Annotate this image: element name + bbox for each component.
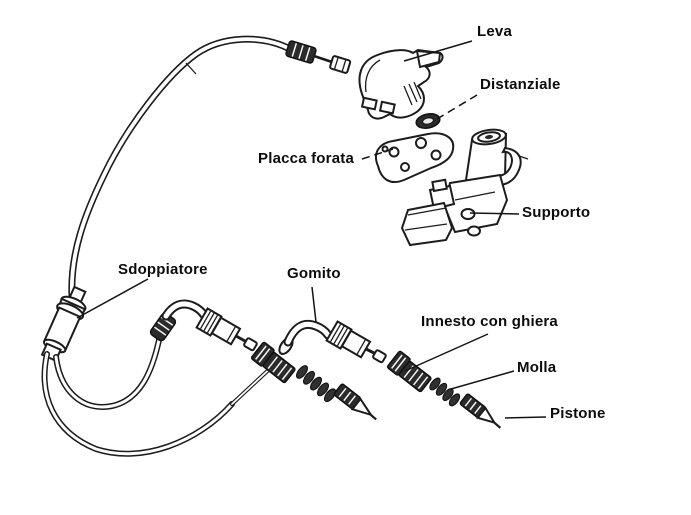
- distanziale-leader: [436, 94, 478, 120]
- lever-part: [358, 48, 444, 120]
- lower-branch-cable: [41, 351, 278, 457]
- label-pistone: Pistone: [550, 405, 606, 422]
- plate-hole: [381, 145, 389, 153]
- cable-end-nipple: [329, 55, 352, 74]
- upper-branch-cable: [53, 299, 258, 410]
- plate-hole: [415, 137, 427, 149]
- inner-wire: [235, 334, 246, 343]
- innesto-leader: [404, 333, 489, 372]
- label-placca-forata: Placca forata: [258, 150, 354, 167]
- label-molla: Molla: [517, 359, 557, 376]
- spacer-distanziale: [415, 113, 441, 129]
- gomito-body: [340, 329, 372, 359]
- inner-wire: [313, 54, 333, 64]
- elbow-gomito: [278, 319, 387, 364]
- placca-forata-leader: [361, 148, 394, 160]
- support-bracket: [400, 128, 529, 247]
- adjuster-right: [386, 350, 432, 393]
- plate-hole: [388, 146, 400, 158]
- splitter-sdoppiatore: [40, 285, 87, 363]
- plate-hole: [400, 162, 410, 172]
- leader-lines: [76, 40, 547, 419]
- label-sdoppiatore: Sdoppiatore: [118, 261, 208, 278]
- inner-wire: [365, 347, 375, 355]
- piston-right: [459, 393, 502, 429]
- lever-slot: [378, 100, 396, 115]
- label-innesto: Innesto con ghiera: [421, 313, 558, 330]
- sdoppiatore-leader: [76, 278, 149, 319]
- bracket-hole: [467, 225, 481, 237]
- wire-end-cap: [243, 337, 258, 352]
- leva-leader: [403, 40, 473, 62]
- piston-left: [333, 383, 377, 421]
- adjuster-left: [250, 341, 296, 384]
- label-gomito: Gomito: [287, 265, 341, 282]
- gomito-collar: [325, 320, 353, 350]
- cable-adjuster-barrel: [285, 40, 317, 64]
- lever-slot: [360, 96, 378, 111]
- bracket-hole: [460, 208, 476, 220]
- perforated-plate: [374, 132, 455, 184]
- gomito-leader: [311, 286, 317, 323]
- supporto-leader: [469, 212, 520, 215]
- elbow-body: [210, 316, 242, 346]
- throttle-cable: [68, 35, 352, 300]
- pistone-leader: [504, 416, 547, 419]
- label-leva: Leva: [477, 23, 512, 40]
- wire-end-cap: [372, 349, 387, 364]
- cable-ferrule: [149, 312, 177, 342]
- molla-leader: [450, 370, 515, 390]
- plate-hole: [430, 149, 442, 161]
- label-distanziale: Distanziale: [480, 76, 561, 93]
- cable-joint-mark: [185, 62, 197, 75]
- spring-left: [295, 365, 337, 403]
- spring-right: [429, 377, 461, 407]
- label-supporto: Supporto: [522, 204, 591, 221]
